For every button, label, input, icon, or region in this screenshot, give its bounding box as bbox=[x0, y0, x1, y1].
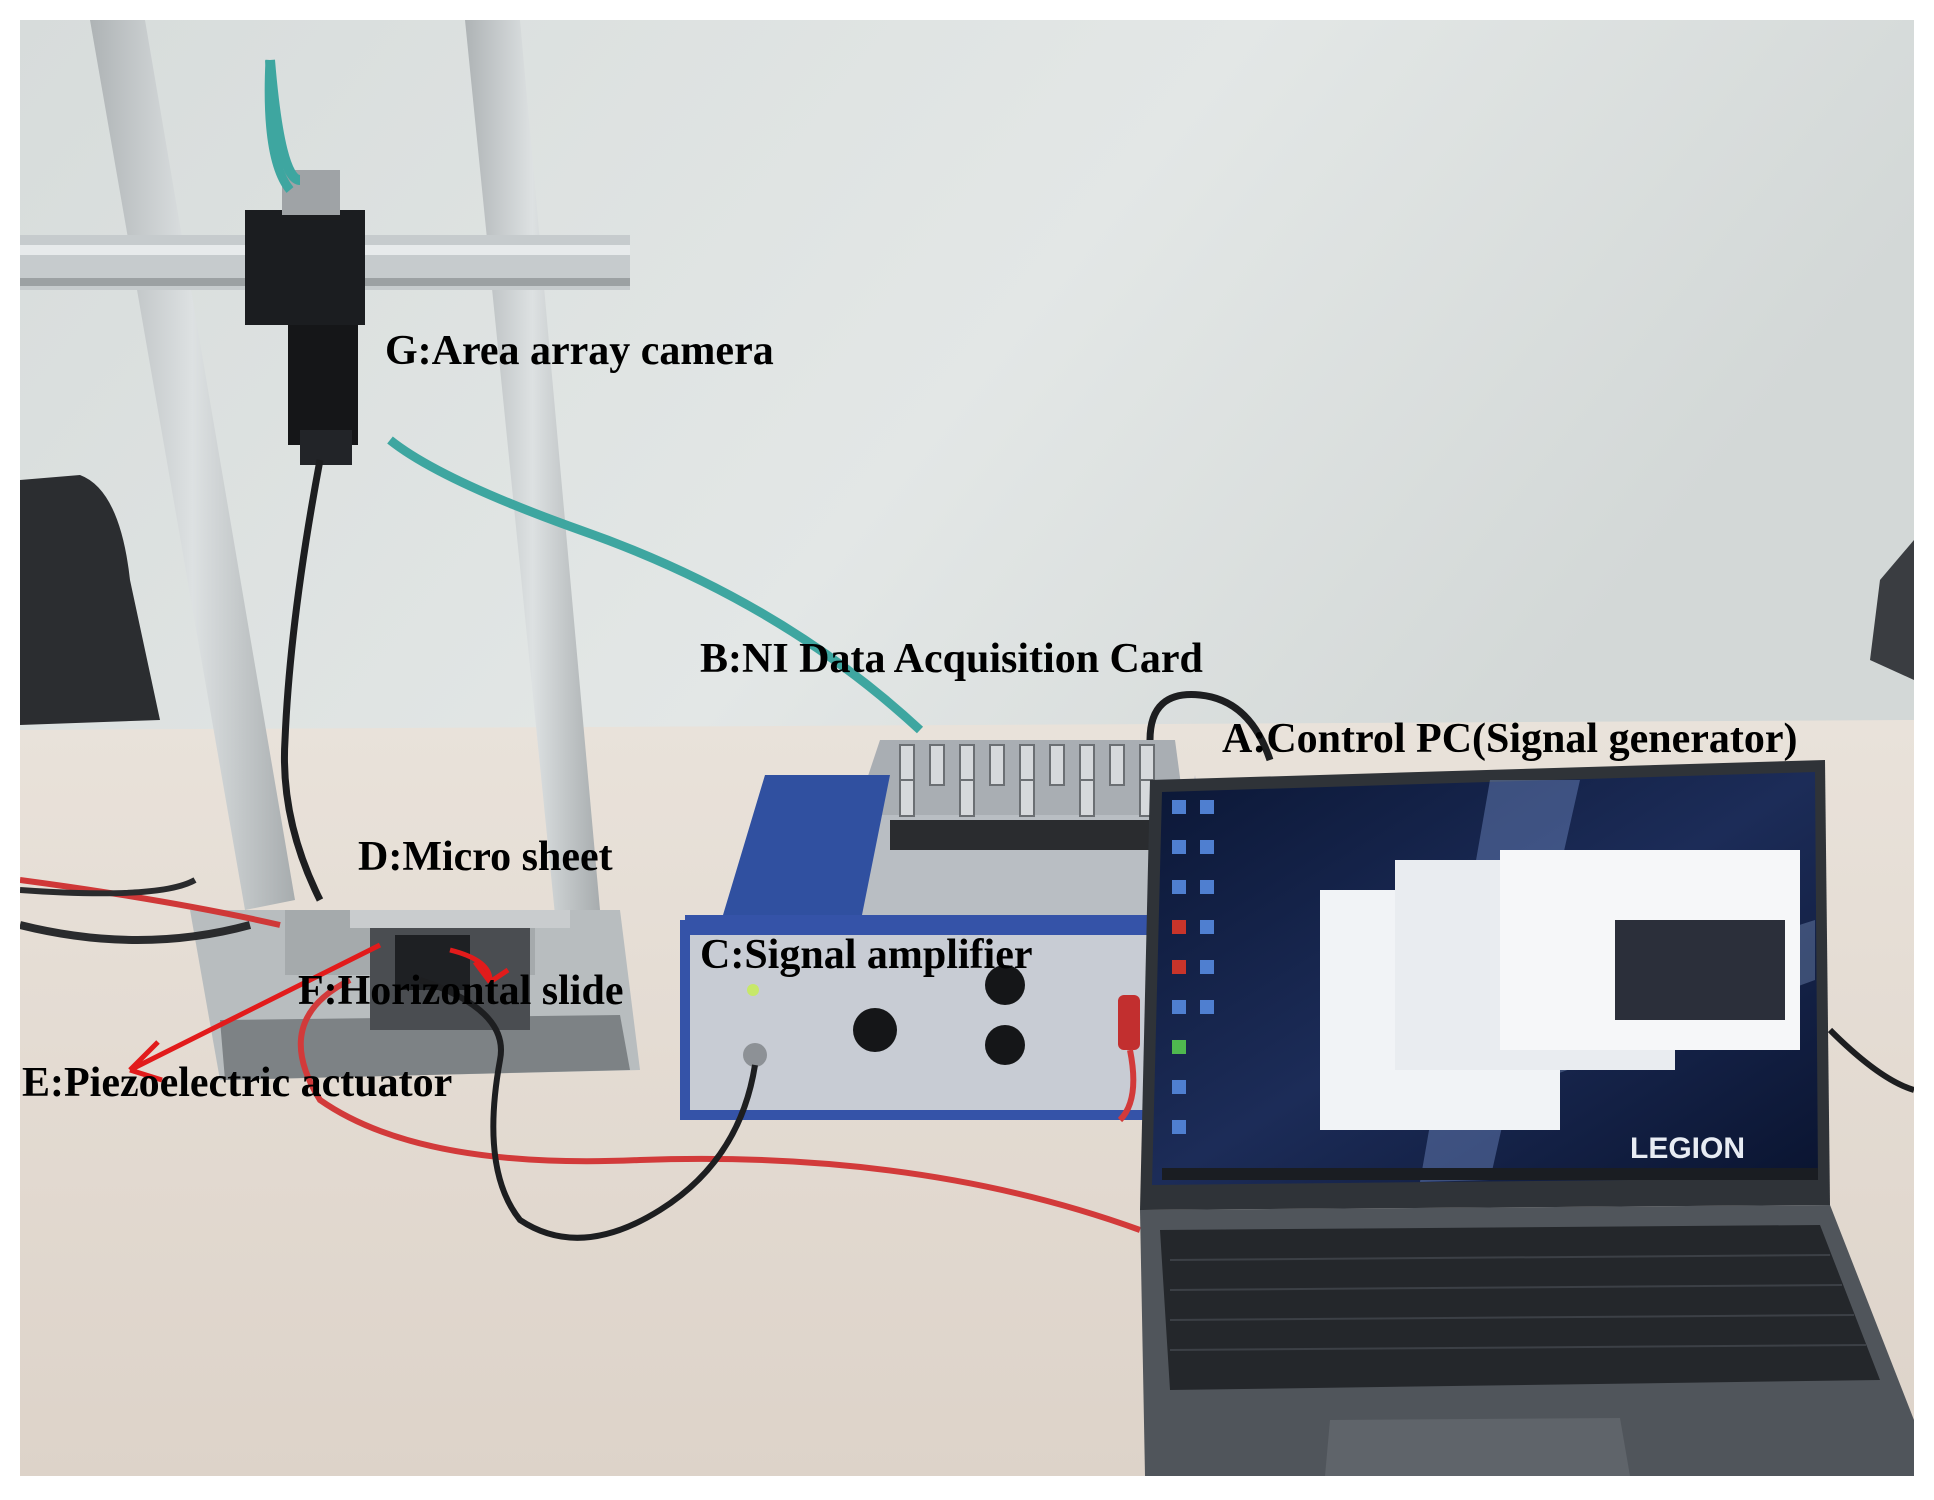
lab-setup-photo: LEGION bbox=[20, 20, 1914, 1476]
amp-knob-2 bbox=[985, 965, 1025, 1005]
red-cable bbox=[297, 977, 1142, 1233]
label-ni-daq-card: B:NI Data Acquisition Card bbox=[700, 636, 1203, 682]
label-signal-amplifier: C:Signal amplifier bbox=[700, 932, 1033, 978]
amp-knob-1 bbox=[853, 1008, 897, 1052]
laptop-keyboard bbox=[1160, 1225, 1880, 1390]
amplifier-top bbox=[720, 775, 1200, 925]
amp-input-bnc bbox=[743, 1043, 767, 1067]
label-horizontal-slide: F:Horizontal slide bbox=[298, 968, 624, 1014]
screen-plot bbox=[1615, 920, 1785, 1020]
keyboard-keys bbox=[1169, 1254, 1867, 1351]
chair-back bbox=[20, 475, 160, 725]
black-cable-desk bbox=[419, 977, 758, 1241]
red-arrows bbox=[128, 942, 510, 1083]
amp-knob-3 bbox=[985, 1025, 1025, 1065]
amp-output-red bbox=[1118, 995, 1140, 1050]
daq-cable-black bbox=[1146, 691, 1274, 762]
laptop-brand: LEGION bbox=[1630, 1132, 1745, 1165]
right-chair-edge bbox=[1870, 540, 1914, 680]
label-piezoelectric-actuator: E:Piezoelectric actuator bbox=[22, 1060, 453, 1106]
label-area-array-camera: G:Area array camera bbox=[385, 328, 774, 374]
laptop-touchpad bbox=[1325, 1418, 1630, 1476]
camera-lens bbox=[288, 325, 358, 445]
label-control-pc: A:Control PC(Signal generator) bbox=[1222, 716, 1798, 762]
camera-body bbox=[245, 210, 365, 325]
camera-cable-black bbox=[280, 459, 324, 902]
photo-scene: LEGION bbox=[20, 20, 1914, 1476]
label-micro-sheet: D:Micro sheet bbox=[358, 834, 613, 880]
desktop-icons bbox=[1172, 800, 1214, 1134]
amp-led bbox=[747, 984, 759, 996]
amplifier-front bbox=[680, 920, 1190, 1120]
